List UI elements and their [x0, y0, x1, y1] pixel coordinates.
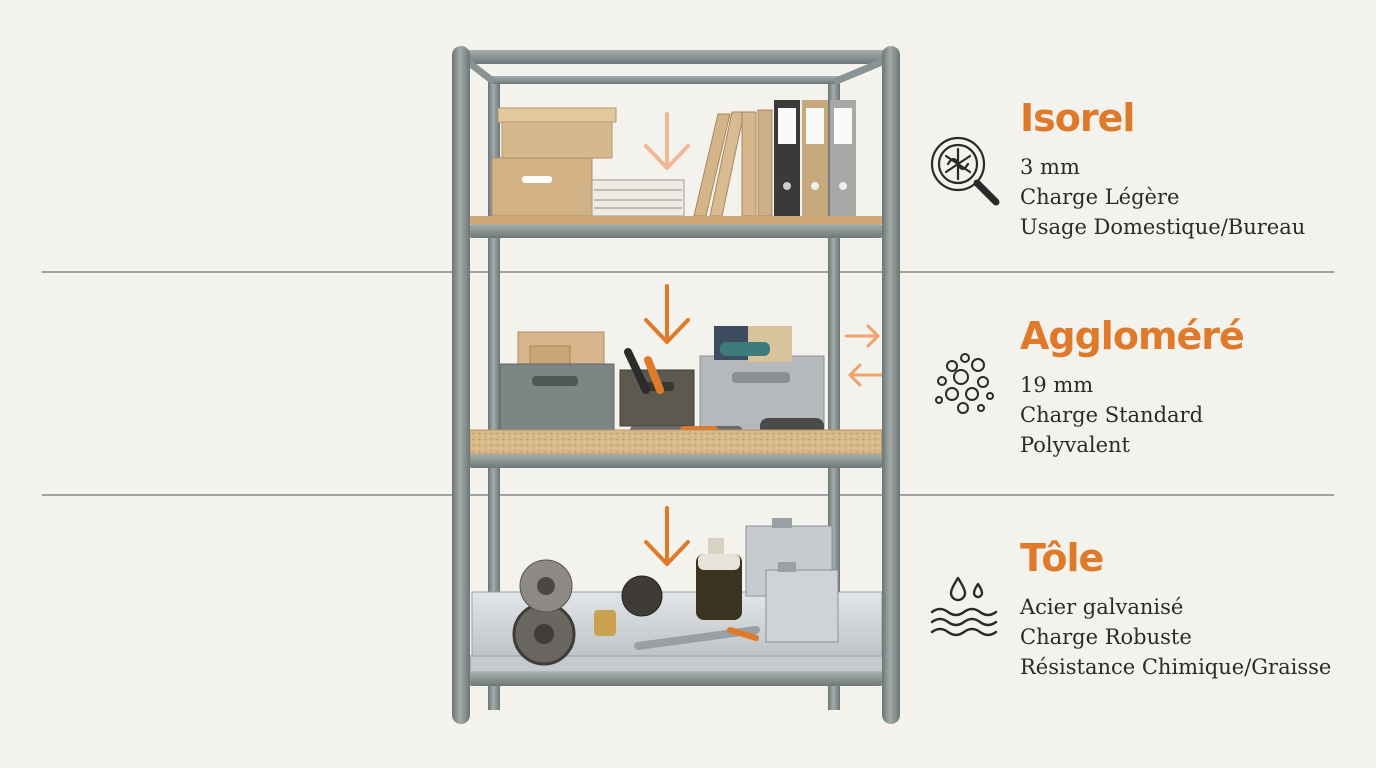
isorel-board [470, 216, 882, 224]
front-left-post [452, 46, 470, 724]
brass-fitting [594, 610, 616, 636]
shelf-2-beam [466, 454, 886, 468]
particles-icon [935, 353, 994, 414]
wrench-handle [727, 627, 759, 641]
heavy-load-arrow [644, 506, 690, 566]
top-rail-front [460, 50, 890, 64]
shelf-1-items [491, 100, 856, 217]
shelf-1-beam [466, 224, 886, 238]
shelf-3-beam [466, 672, 886, 686]
tool-handle [644, 356, 664, 394]
isorel-thickness: 3 mm [1020, 155, 1080, 179]
tole-usage: Résistance Chimique/Graisse [1020, 655, 1332, 679]
shelf-2-items [499, 284, 884, 438]
cardboard-box [491, 157, 593, 217]
top-rail-side-right [832, 58, 884, 86]
tole-load: Charge Robuste [1020, 625, 1192, 649]
cardboard-box-handle [522, 176, 552, 183]
top-rail-side-left [465, 59, 497, 85]
isorel-load: Charge Légère [1020, 185, 1180, 209]
shelf-illustration [452, 46, 900, 724]
steel-can [765, 569, 839, 643]
divider-top [42, 271, 1334, 273]
water-drops-icon [930, 576, 998, 637]
agglomere-thickness: 19 mm [1020, 373, 1094, 397]
top-rail-back [490, 76, 840, 84]
shelf-3-items [469, 506, 885, 673]
lateral-arrows [844, 324, 884, 387]
isorel-usage: Usage Domestique/Bureau [1020, 215, 1306, 239]
agglomere-title: Aggloméré [1020, 314, 1245, 358]
isorel-details: 3 mm Charge Légère Usage Domestique/Bure… [1020, 152, 1305, 242]
tole-title: Tôle [1020, 536, 1104, 580]
binder [741, 111, 757, 217]
agglomere-details: 19 mm Charge Standard Polyvalent [1020, 370, 1203, 460]
tole-material: Acier galvanisé [1020, 595, 1184, 619]
isorel-title: Isorel [1020, 96, 1135, 140]
paper-stack [591, 179, 685, 217]
magnifier-fibers-icon [930, 136, 1000, 206]
cardboard-box-lid [497, 107, 617, 123]
binder [757, 109, 773, 217]
tole-details: Acier galvanisé Charge Robuste Résistanc… [1020, 592, 1331, 682]
agglomere-usage: Polyvalent [1020, 433, 1130, 457]
storage-crate [499, 363, 615, 433]
agglomere-load: Charge Standard [1020, 403, 1204, 427]
bearing-part [621, 575, 663, 617]
tape-roll [720, 342, 770, 356]
front-right-post [882, 46, 900, 724]
oil-bottle [696, 554, 742, 620]
tool-handle [624, 348, 650, 394]
standard-load-arrow [644, 284, 690, 344]
divider-bottom [42, 494, 1334, 496]
light-load-arrow [644, 112, 690, 170]
chipboard-board [469, 429, 883, 455]
